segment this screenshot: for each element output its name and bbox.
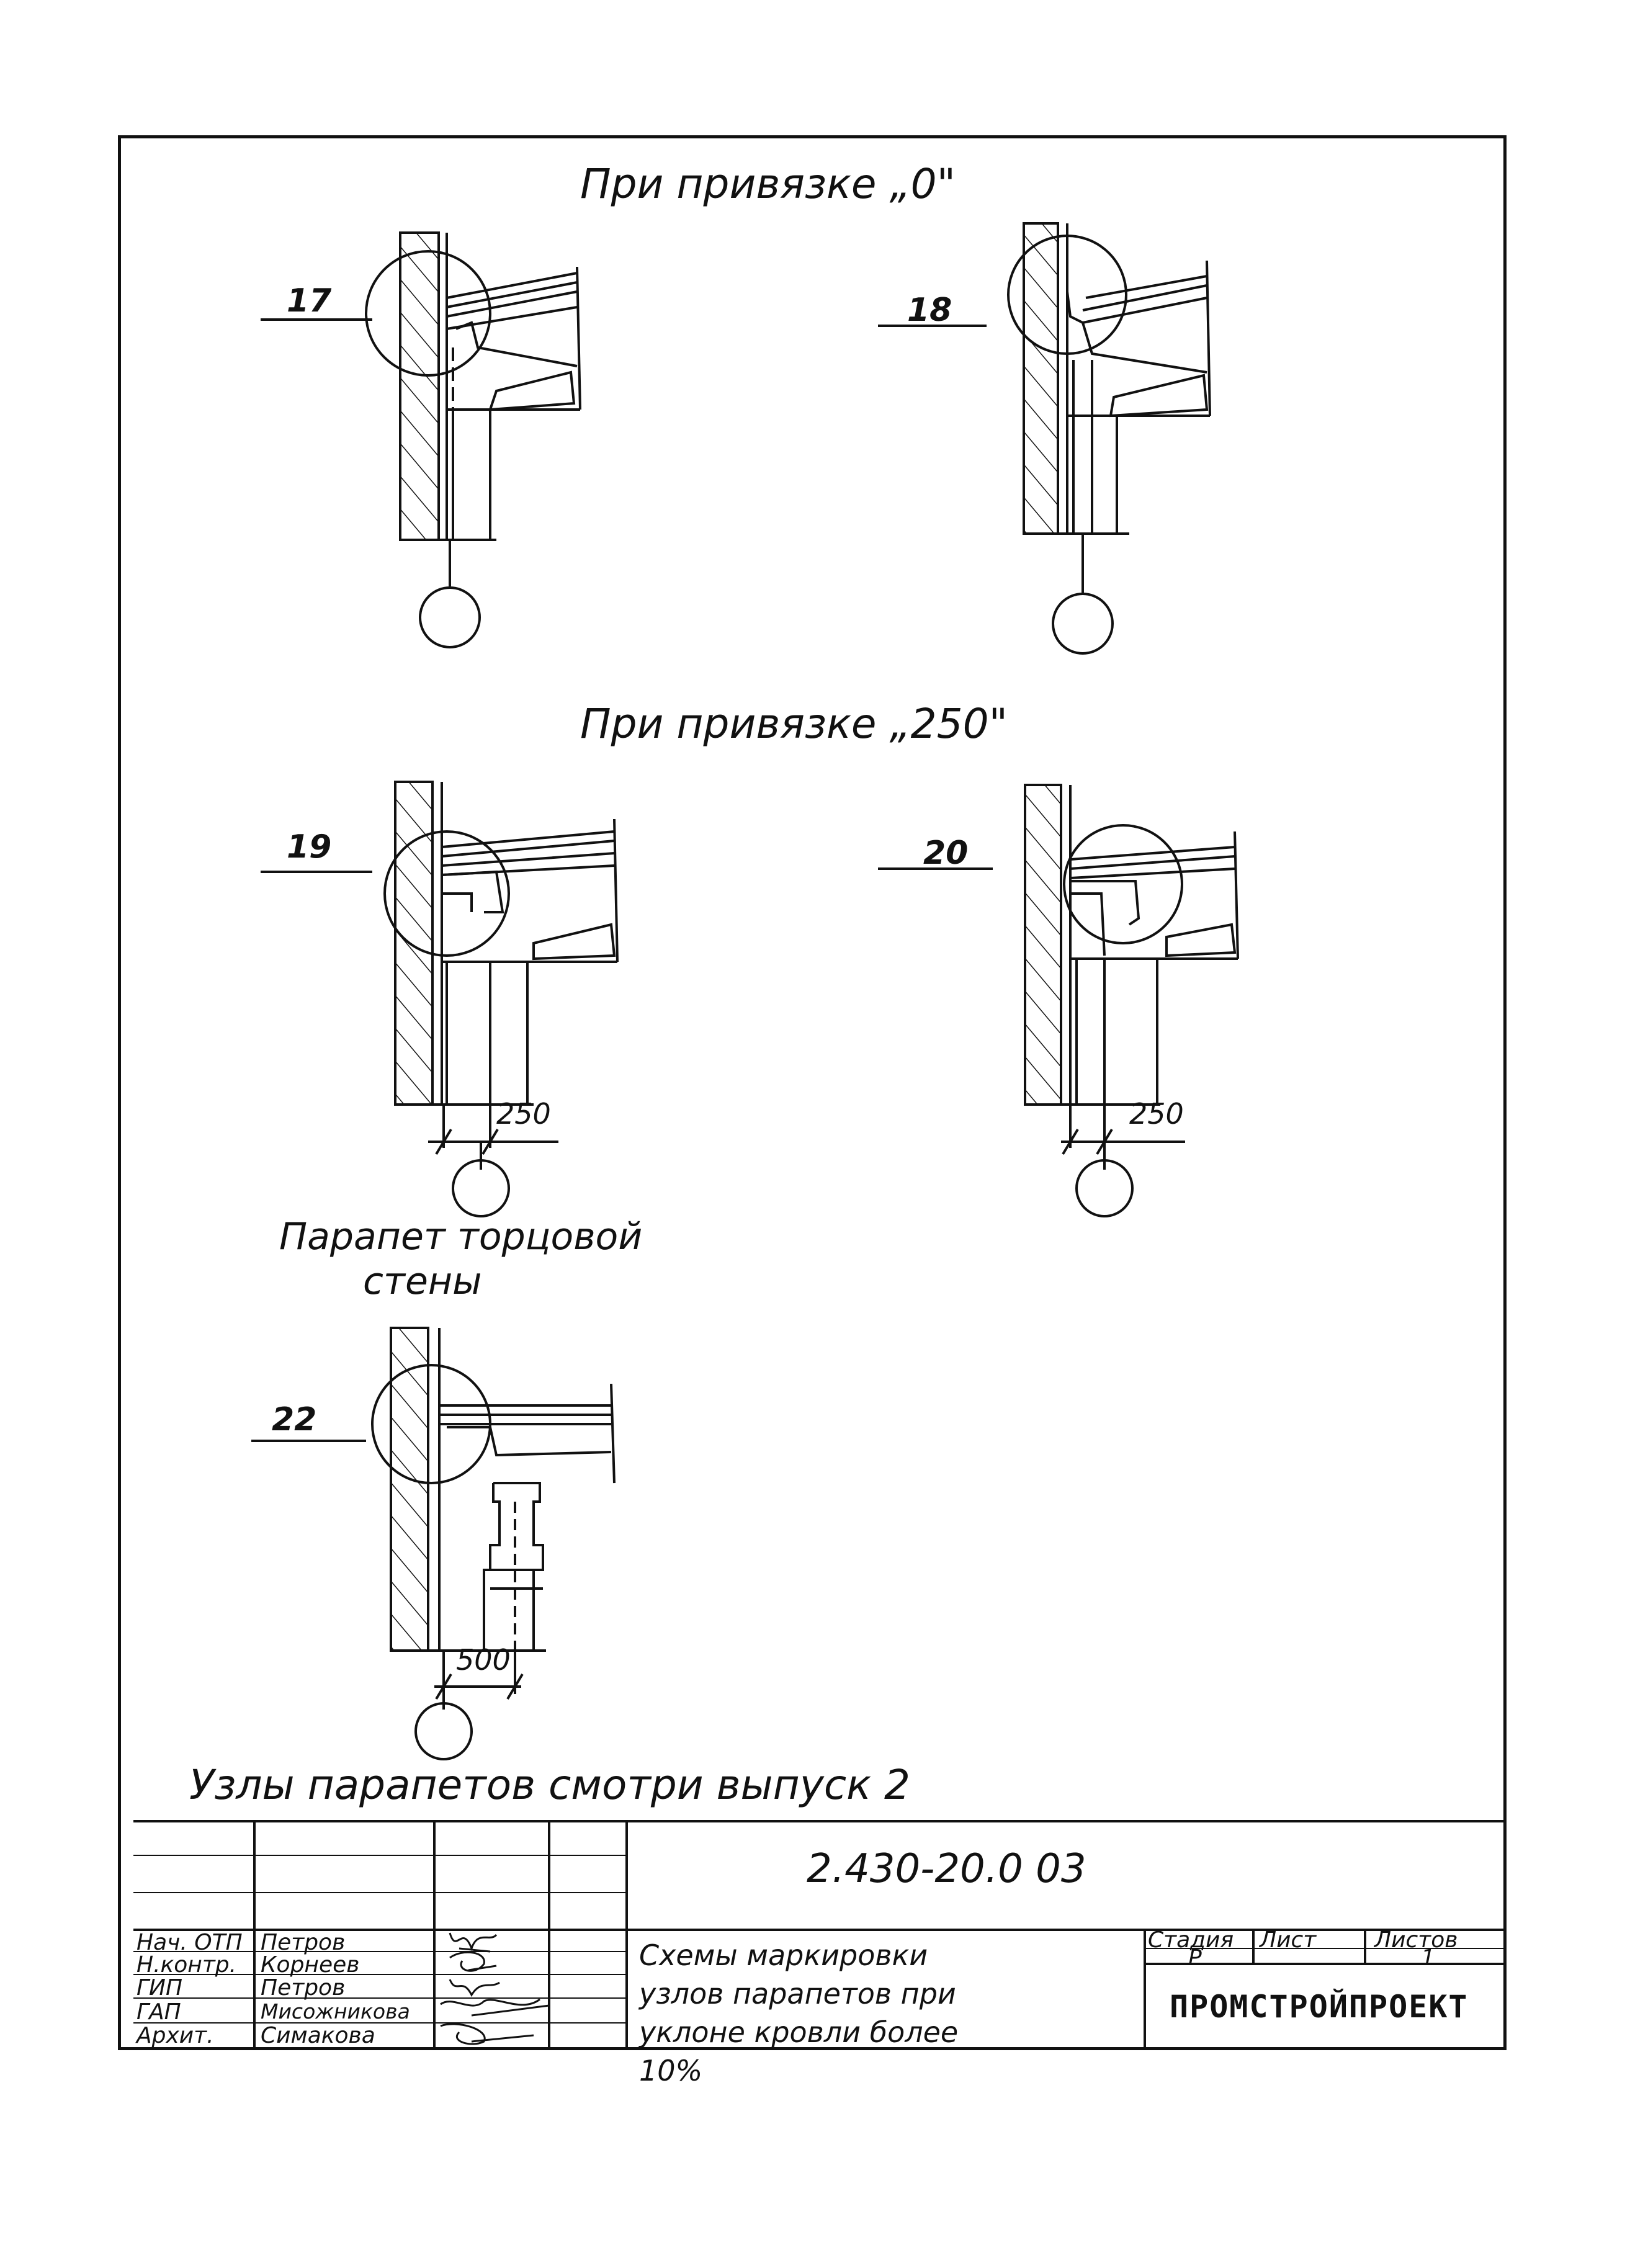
signatures <box>440 1932 550 2045</box>
staff-name: Петров <box>261 1975 346 2001</box>
heading-end-wall-parapet-2: стены <box>363 1260 482 1303</box>
footer-note: Узлы парапетов смотри выпуск 2 <box>189 1761 910 1809</box>
staff-name: Корнеев <box>261 1952 360 1978</box>
node-label-19: 19 <box>287 828 332 866</box>
heading-binding-0: При привязке „0" <box>580 160 956 208</box>
sheet-description: Схемы маркировки узлов парапетов при укл… <box>639 1939 959 2087</box>
document-code: 2.430-20.0 03 <box>807 1846 1086 1892</box>
heading-end-wall-parapet: Парапет торцовой <box>279 1215 643 1258</box>
staff-role: ГИП <box>137 1975 183 2001</box>
node-label-22: 22 <box>272 1401 317 1438</box>
staff-name: Мисожникова <box>261 1999 410 2024</box>
drawing-frame <box>118 135 1507 2050</box>
staff-name: Петров <box>261 1930 346 1955</box>
sketch-node-18 <box>878 222 1211 655</box>
node-label-18: 18 <box>907 292 952 329</box>
node-label-20: 20 <box>923 835 969 872</box>
staff-role: Нач. ОТП <box>137 1930 243 1955</box>
dimension-250-left: 250 <box>496 1097 551 1131</box>
sketch-node-22 <box>251 1327 616 1760</box>
staff-name: Симакова <box>261 2023 375 2048</box>
stage-header: Стадия <box>1148 1927 1234 1953</box>
heading-binding-250: При привязке „250" <box>580 700 1008 748</box>
title-block-grid <box>133 1820 1507 2048</box>
sheets-value: 1 <box>1421 1945 1435 1971</box>
staff-role: Архит. <box>137 2023 214 2048</box>
stage-value: Р <box>1188 1945 1202 1971</box>
sketch-node-17 <box>261 231 581 648</box>
sketch-node-20 <box>878 784 1239 1217</box>
staff-role: Н.контр. <box>137 1952 237 1978</box>
sketch-node-19 <box>261 781 619 1217</box>
staff-role: ГАП <box>137 1999 181 2025</box>
sheet-header: Лист <box>1260 1927 1317 1953</box>
node-label-17: 17 <box>287 282 332 320</box>
sheets-header: Листов <box>1374 1927 1458 1953</box>
organization-name: ПРОМСТРОЙПРОЕКТ <box>1170 1989 1469 2025</box>
